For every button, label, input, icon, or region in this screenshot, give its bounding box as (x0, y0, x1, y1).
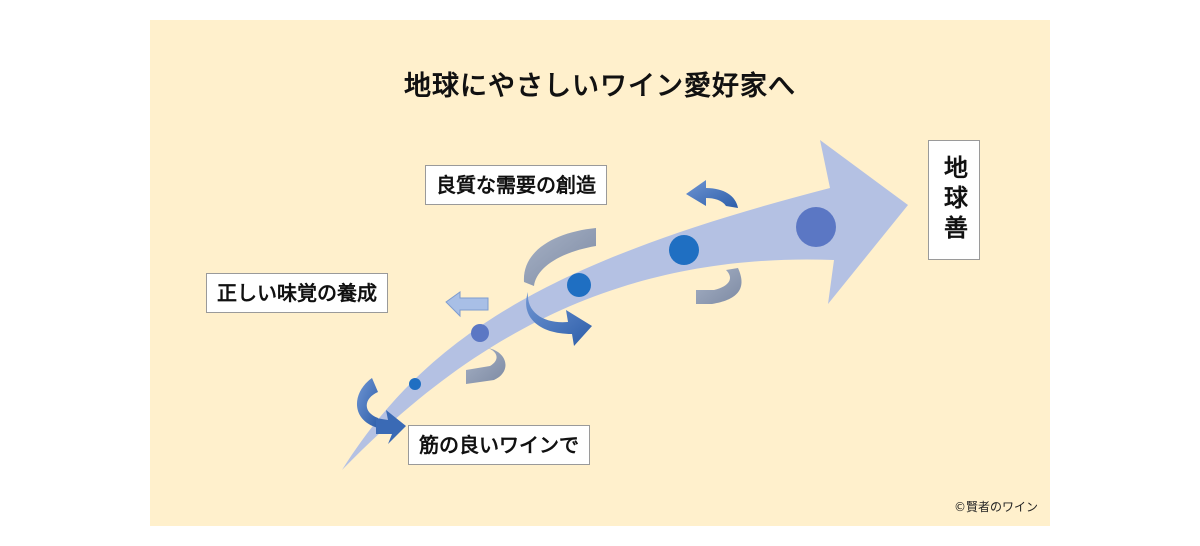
main-growth-arrow (342, 140, 908, 470)
step-label-demand-creation: 良質な需要の創造 (425, 165, 607, 205)
cycle-arrow-4-back (696, 268, 742, 304)
cycle-arrow-2-head (445, 291, 489, 318)
progress-dot-2 (471, 324, 489, 342)
cycle-arrow-3-back (523, 228, 596, 286)
copyright-text: ©賢者のワイン (953, 500, 1038, 514)
progress-dot-5 (796, 207, 836, 247)
cycle-arrow-1-head (376, 410, 406, 444)
diagram-title: 地球にやさしいワイン愛好家へ (404, 71, 796, 102)
progress-dot-4 (669, 235, 699, 265)
progress-dot-1 (409, 378, 421, 390)
step-label-taste-training: 正しい味覚の養成 (206, 273, 388, 313)
goal-label: 地球善 (928, 140, 980, 260)
progress-dot-3 (567, 273, 591, 297)
cycle-arrow-2-back (466, 348, 506, 384)
cycle-arrow-1-back (356, 378, 378, 428)
cycle-arrow-3-head (526, 292, 592, 346)
cycle-arrow-4-head (686, 180, 738, 208)
step-label-good-wine: 筋の良いワインで (408, 425, 590, 465)
